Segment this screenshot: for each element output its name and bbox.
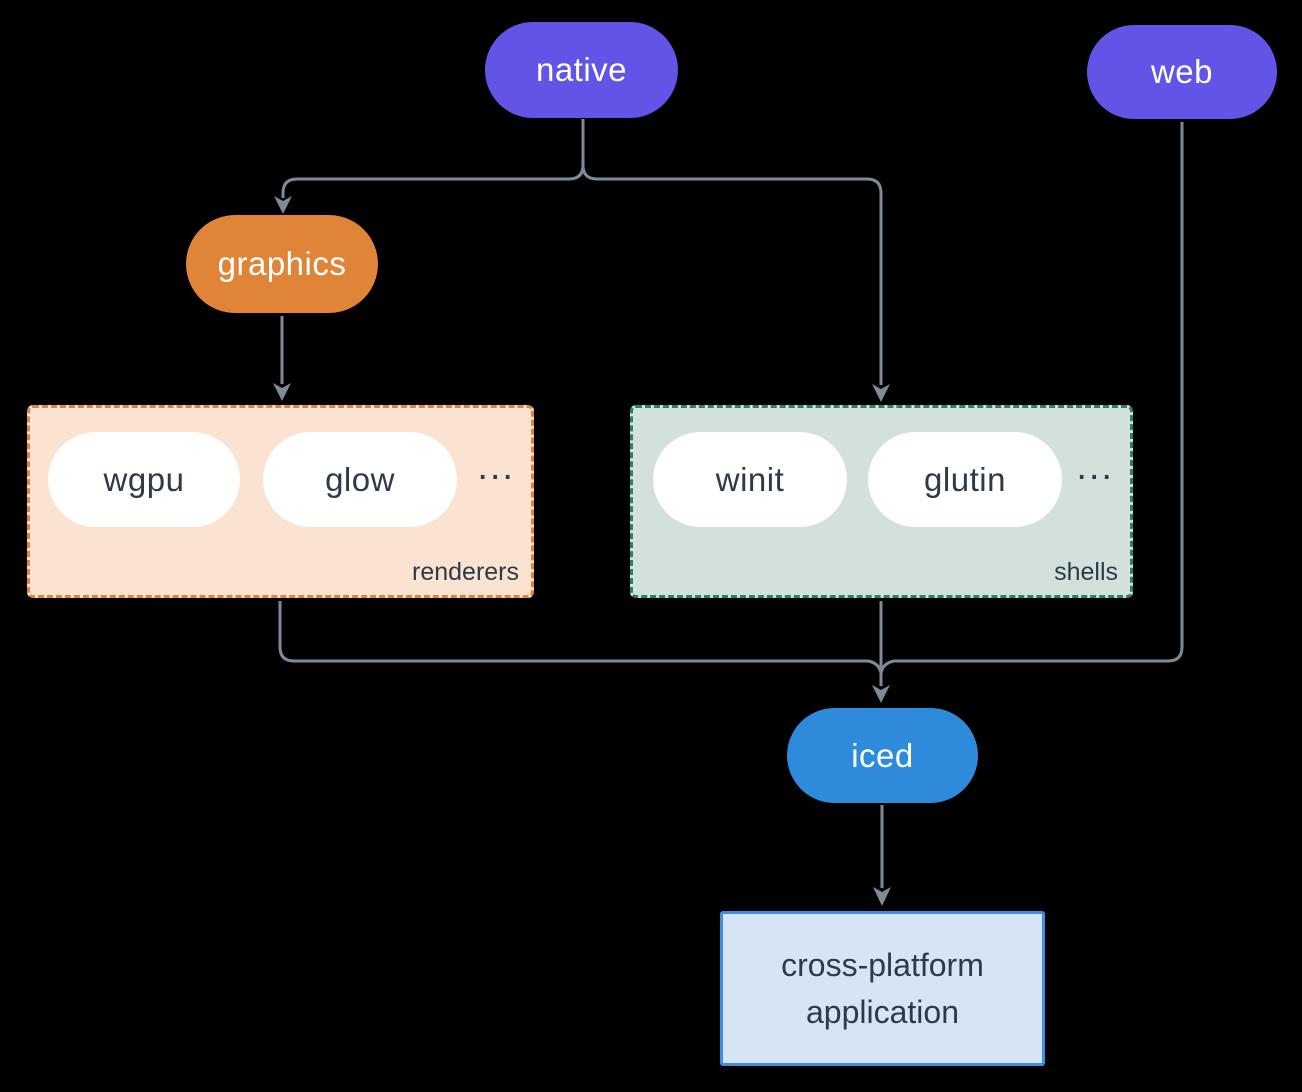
node-cross-platform-application: cross-platform application: [720, 911, 1045, 1066]
app-label: cross-platform application: [781, 946, 984, 1030]
node-web-label: web: [1150, 53, 1214, 90]
node-native-label: native: [535, 51, 628, 88]
node-winit: winit: [653, 432, 847, 527]
node-wgpu-label: wgpu: [103, 460, 185, 498]
arrowhead-app: [873, 887, 891, 906]
node-glow-label: glow: [325, 460, 395, 498]
edge-native-to-graphics: [281, 119, 585, 198]
node-native: native: [485, 22, 678, 118]
group-renderers: wgpu glow ... renderers: [27, 405, 534, 598]
arrowhead-renderers: [273, 383, 291, 401]
arrowhead-shells: [872, 384, 890, 402]
arrowhead-graphics: [274, 196, 292, 214]
edge-renderers-to-iced: [278, 601, 883, 674]
renderers-ellipsis: ...: [477, 446, 515, 488]
shells-group-label: shells: [1054, 558, 1118, 586]
node-glutin-label: glutin: [924, 460, 1006, 498]
node-web: web: [1087, 25, 1277, 119]
node-iced: iced: [787, 708, 978, 803]
node-graphics-label: graphics: [217, 245, 347, 282]
edge-web-to-iced: [879, 122, 1184, 674]
arrowhead-iced: [872, 685, 890, 703]
node-glow: glow: [263, 432, 457, 527]
node-graphics: graphics: [186, 215, 378, 313]
group-shells: winit glutin ... shells: [630, 405, 1133, 598]
node-glutin: glutin: [868, 432, 1062, 527]
node-wgpu: wgpu: [48, 432, 240, 527]
shells-ellipsis: ...: [1076, 446, 1114, 488]
node-iced-label: iced: [851, 736, 914, 774]
node-winit-label: winit: [715, 460, 785, 498]
renderers-group-label: renderers: [412, 558, 519, 586]
edge-native-to-shells: [581, 119, 883, 385]
